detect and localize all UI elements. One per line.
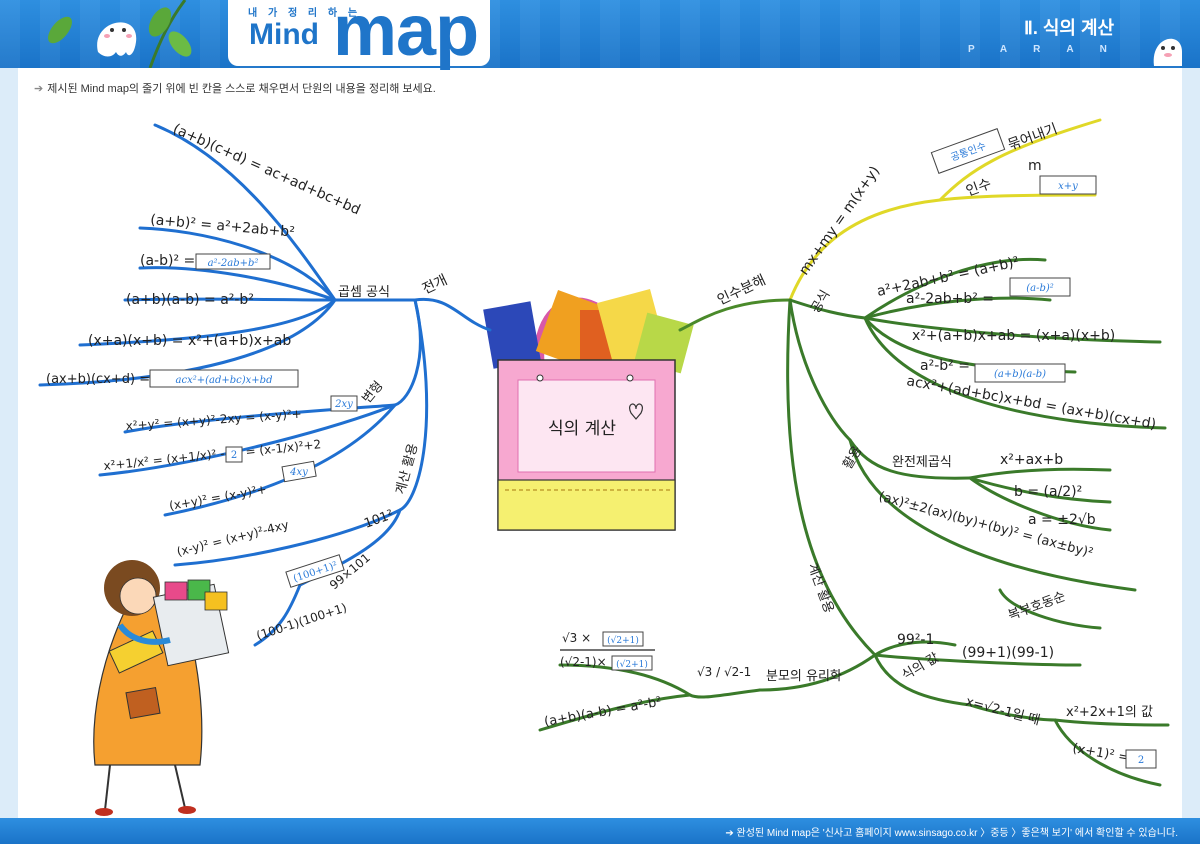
calc-k1: 99²-1 [897,632,934,648]
blank-t3[interactable] [281,460,317,483]
blank-c1[interactable] [285,554,345,588]
transform-t2a: x²+1/x² = (x+1/x)² - [103,446,225,473]
calc-k6: √3 / √2-1 [697,665,751,679]
header-banner [0,0,1200,68]
formula-f4: (a+b)(a-b) = a²-b² [126,292,254,308]
transform-t3: (x+y)² = (x-y)²+ [168,482,268,513]
blank-p2-answer: (a-b)² [1026,283,1054,294]
branch-calc-use-right: 계산 활용 [804,561,836,615]
branch-expand: 전개 [420,272,450,297]
factor-main: mx+my = m(x+y) [796,163,883,278]
blank-k7[interactable] [602,631,644,647]
center-label: 식의 계산 [548,419,616,439]
blank-p2[interactable] [1009,277,1071,297]
calc-c3: (100-1)(100+1) [255,600,349,642]
blank-m[interactable] [1039,175,1097,195]
label-double-sign: 복부호동순 [1006,589,1067,624]
transform-t4: (x-y)² = (x+y)²-4xy [175,518,290,559]
label-perfect-square: 완전제곱식 [892,455,952,470]
calc-k3: x=√2-1일 때 [964,694,1041,728]
arrow-right-icon: ➔ [725,828,737,839]
blank-t3-answer: 4xy [289,467,308,478]
arrow-right-icon: ➔ [34,83,44,95]
footer-label: 완성된 Mind map은 '신사고 홈페이지 www.sinsago.co.k… [736,828,1178,839]
blank-f6-answer: acx²+(ad+bc)x+bd [176,375,273,386]
formula-f1: (a+b)(c+d) = ac+ad+bc+bd [170,121,362,218]
branch-calc-use-left: 계산 활용 [393,442,421,496]
label-value: 식의 값 [900,650,942,683]
factor-p3: x²+(a+b)x+ab = (x+a)(x+b) [912,328,1115,344]
ghost-small-icon [1153,38,1182,66]
blank-p4-answer: (a+b)(a-b) [994,369,1046,380]
blank-common-factor[interactable] [930,128,1006,174]
blank-p4[interactable] [974,363,1066,383]
calc-k8: (√2-1)× [560,655,607,669]
instruction-text: ➔제시된 Mind map의 줄기 위에 빈 칸을 스스로 채우면서 단원의 내… [34,80,436,96]
left-branches [38,123,492,647]
instruction-label: 제시된 Mind map의 줄기 위에 빈 칸을 스스로 채우면서 단원의 내용… [47,83,436,95]
formula-f5: (x+a)(x+b) = x²+(a+b)x+ab [88,333,291,349]
blank-t1[interactable] [330,395,358,412]
blank-k8[interactable] [611,655,653,671]
transform-t1: x²+y² = (x+y)²-2xy = (x-y)²+ [125,407,302,433]
label-bundle: 묶어내기 [1006,121,1060,154]
calc-k7: √3 × [562,631,591,645]
blank-m-answer: x+y [1058,181,1078,192]
ps-1: x²+ax+b [1000,452,1063,468]
blank-t1-answer: 2xy [334,399,353,410]
ps-2: b = (a/2)² [1014,484,1082,500]
ps-3: a = ±2√b [1028,512,1096,528]
factor-p4: a²-b² = [920,358,970,374]
blank-f3[interactable] [195,253,271,270]
branch-mult-formula: 곱셈 공식 [338,285,390,300]
blank-f3-answer: a²-2ab+b² [208,258,259,269]
formula-f3: (a-b)² = [140,253,195,269]
girl-illustration [93,560,230,816]
blank-k8-answer: (√2+1) [616,659,648,670]
blank-f6[interactable] [149,369,299,388]
factor-p2: a²-2ab+b² = [906,291,994,307]
blank-k7-answer: (√2+1) [607,635,639,646]
center-bag: 식의 계산 [483,288,694,531]
left-border [0,68,18,818]
right-border [1182,68,1200,818]
ghost-mascot-icon [48,0,192,68]
calc-k2: (99+1)(99-1) [962,645,1054,661]
title-mind: Mind [249,18,319,51]
title-box [228,0,490,66]
transform-t2b: = (x-1/x)²+2 [245,437,322,459]
footer-banner [0,818,1200,844]
brand-paran: PARAN [968,44,1133,55]
right-branches [538,118,1170,787]
chapter-title: Ⅱ. 식의 계산 [1024,18,1115,38]
header-stripes [0,0,1200,68]
blank-k5-answer: 2 [1138,755,1144,766]
label-rational: 분모의 유리화 [766,669,842,684]
blank-t2-answer: 2 [231,450,237,461]
label-m: m [1028,158,1042,174]
page-subtitle: 내 가 정 리 하 는 [248,8,362,19]
calc-k9: (a+b)(a-b) = a²-b² [543,695,663,730]
blank-t2[interactable] [225,446,243,463]
blank-k5[interactable] [1125,749,1157,769]
formula-f6: (ax+b)(cx+d) = [46,372,150,387]
calc-k4: x²+2x+1의 값 [1066,705,1153,720]
footer-text: ➔ 완성된 Mind map은 '신사고 홈페이지 www.sinsago.co… [725,824,1178,839]
title-map: map [333,0,479,71]
branch-transform: 변형 [360,379,387,407]
